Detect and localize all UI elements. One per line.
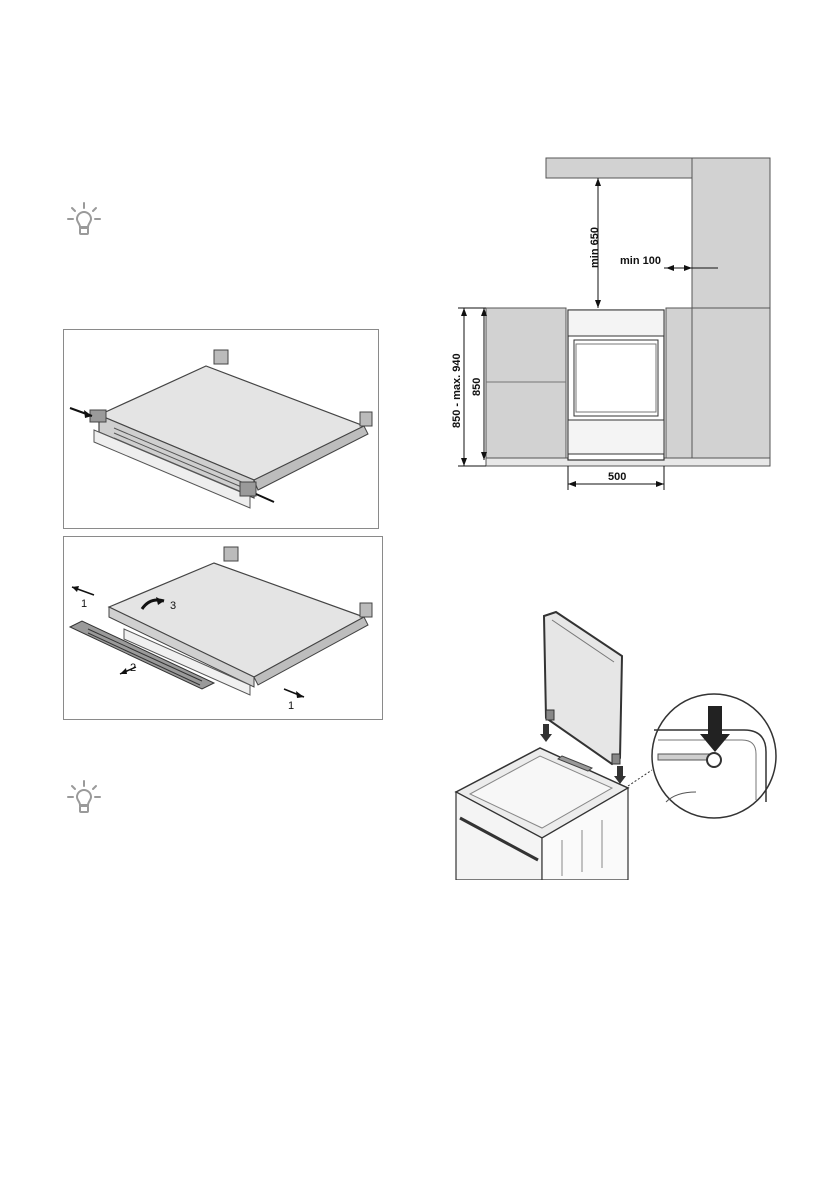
- dim-min-100: min 100: [620, 255, 661, 267]
- dim-total-height: 850 - max. 940: [451, 353, 463, 428]
- dim-height-850: 850: [471, 378, 483, 396]
- step-2-label: 2: [130, 662, 136, 674]
- step-1-right-label: 1: [288, 700, 294, 712]
- lid-installation-drawing: [452, 610, 782, 880]
- step-1-left-label: 1: [81, 598, 87, 610]
- tip-icon-top: [64, 200, 104, 240]
- dim-width-500: 500: [608, 471, 626, 483]
- figure-plinth-assembled: [63, 329, 379, 529]
- lightbulb-icon: [64, 778, 104, 818]
- step-3-label: 3: [170, 600, 176, 612]
- figure-plinth-removal: 1 3 2 1: [63, 536, 383, 720]
- installation-dimensions-drawing: min 650 min 100 850 - max. 940 850 500: [440, 150, 780, 490]
- lightbulb-icon: [64, 200, 104, 240]
- figure-lid-installation: [452, 610, 782, 880]
- figure-installation-dimensions: min 650 min 100 850 - max. 940 850 500: [440, 150, 780, 490]
- dim-min-650: min 650: [589, 227, 601, 268]
- tip-icon-bottom: [64, 778, 104, 818]
- plinth-assembled-drawing: [64, 330, 378, 528]
- plinth-removal-drawing: 1 3 2 1: [64, 537, 382, 719]
